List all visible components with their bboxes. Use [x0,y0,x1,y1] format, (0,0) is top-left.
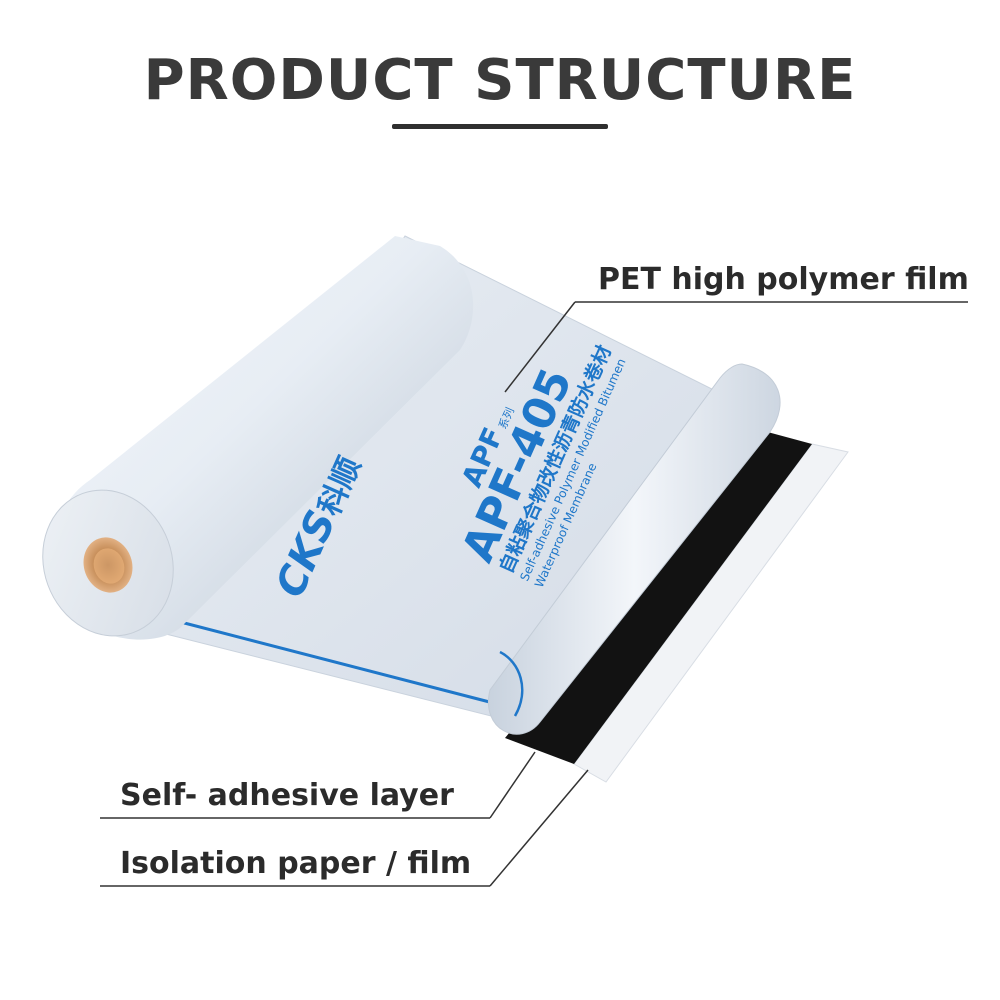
curl-blue-line [499,650,524,717]
page-title: PRODUCT STRUCTURE [143,48,857,113]
isolation-label: Isolation paper / film [120,846,472,881]
roll-core-hole [93,548,125,584]
pet-film-label: PET high polymer film [598,262,969,297]
adhesive-leader-diagonal [489,751,536,819]
isolation-leader-diagonal [489,769,589,887]
title-underline [392,124,608,129]
blue-edge-line [164,616,506,708]
self-adhesive-label: Self- adhesive layer [120,778,454,813]
pet-leader-diagonal [504,301,576,393]
film-curl [487,363,781,735]
adhesive-layer [505,430,812,764]
